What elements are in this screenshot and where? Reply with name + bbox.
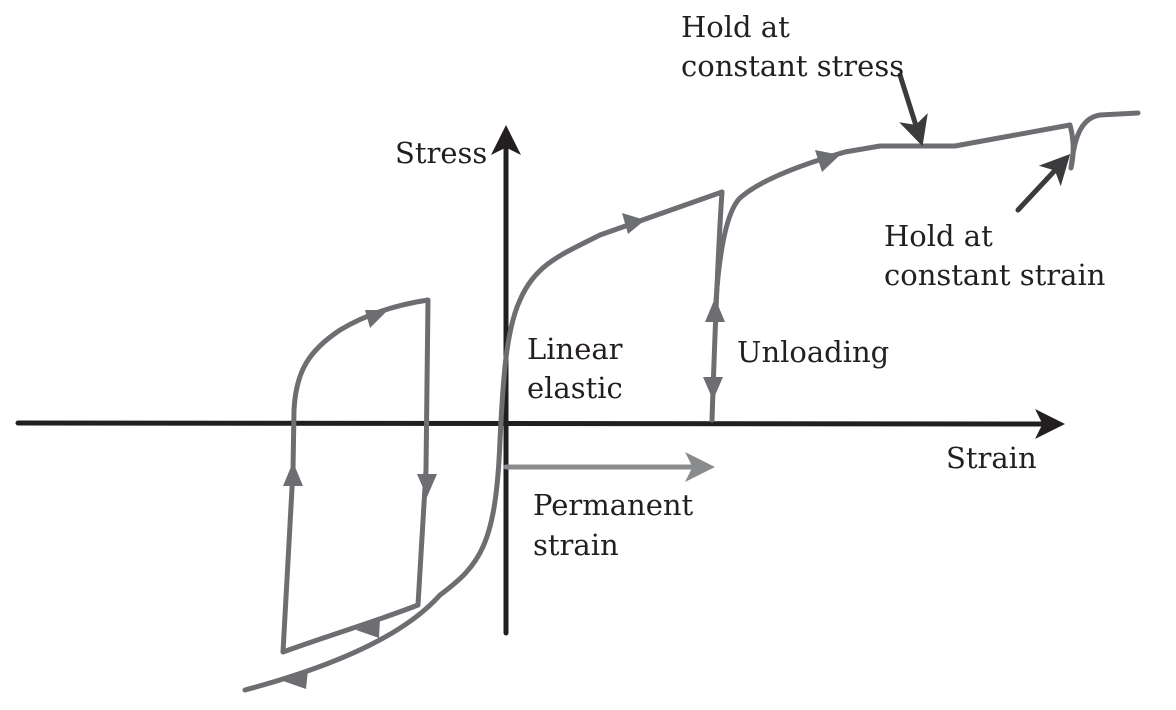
arrowhead-loop-right-down bbox=[417, 474, 437, 497]
hold-strain-label-line1: Hold at bbox=[884, 219, 993, 253]
permanent-strain-label-line2: strain bbox=[533, 528, 619, 562]
hold-strain-label-line2: constant strain bbox=[884, 258, 1105, 292]
hold-stress-label-line1: Hold at bbox=[681, 10, 790, 44]
unloading-label: Unloading bbox=[737, 335, 889, 369]
permanent-strain-label-line1: Permanent bbox=[533, 488, 694, 522]
arrowhead-reloading-curve bbox=[815, 150, 840, 172]
hold-strain-pointer bbox=[1015, 154, 1071, 213]
stress-axis-label: Stress bbox=[395, 136, 487, 170]
arrowhead-loop-top bbox=[365, 310, 388, 328]
arrowhead-lower-left bbox=[283, 670, 308, 689]
hold-stress-pointer bbox=[897, 72, 928, 147]
arrowhead-reloading-up bbox=[705, 298, 725, 322]
strain-axis-label: Strain bbox=[946, 441, 1037, 475]
loading-curve bbox=[242, 189, 725, 693]
arrowhead-loop-left-up bbox=[283, 462, 303, 486]
hold-stress-label-line2: constant stress bbox=[681, 49, 904, 83]
linear-elastic-label-line2: elastic bbox=[527, 371, 623, 405]
arrowhead-unloading-down bbox=[703, 377, 723, 400]
cyclic-loop bbox=[280, 297, 431, 655]
arrowhead-upper-curve bbox=[622, 213, 645, 234]
linear-elastic-label-line1: Linear bbox=[527, 332, 623, 366]
strain-axis bbox=[15, 408, 1065, 439]
arrowhead-loop-bottom bbox=[356, 619, 380, 638]
reloading-curve bbox=[713, 110, 1141, 303]
